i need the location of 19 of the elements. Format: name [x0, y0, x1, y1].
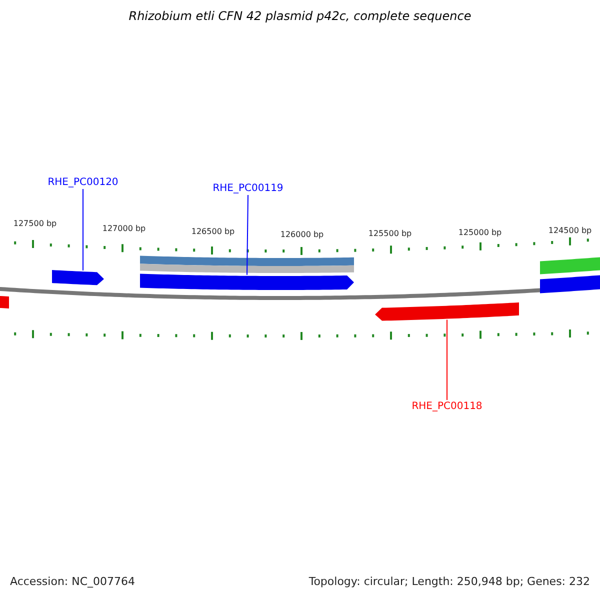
title: Rhizobium etli CFN 42 plasmid p42c, complete sequence	[128, 10, 472, 24]
leader-line	[446, 319, 448, 400]
gene-label: RHE_PC00118	[412, 401, 482, 412]
gene-label: RHE_PC00119	[212, 183, 284, 194]
gene-label: RHE_PC00120	[48, 177, 118, 188]
gene-feature	[52, 270, 104, 286]
scale-label: 127000 bp	[102, 225, 146, 234]
scale-label: 126000 bp	[280, 231, 324, 240]
scale-label: 125500 bp	[368, 230, 412, 239]
footer-text: Topology: circular; Length: 250,948 bp; Genes: 232	[308, 576, 590, 588]
scale-label: 127500 bp	[13, 220, 57, 229]
scale-label: 126500 bp	[191, 228, 235, 237]
gene-feature	[375, 302, 519, 321]
footer-text: Accession: NC_007764	[10, 576, 136, 588]
gene-feature	[140, 274, 354, 290]
leader-line	[246, 194, 248, 276]
scale-label: 124500 bp	[548, 227, 592, 236]
scale-label: 125000 bp	[458, 229, 502, 238]
leader-line	[82, 188, 84, 272]
